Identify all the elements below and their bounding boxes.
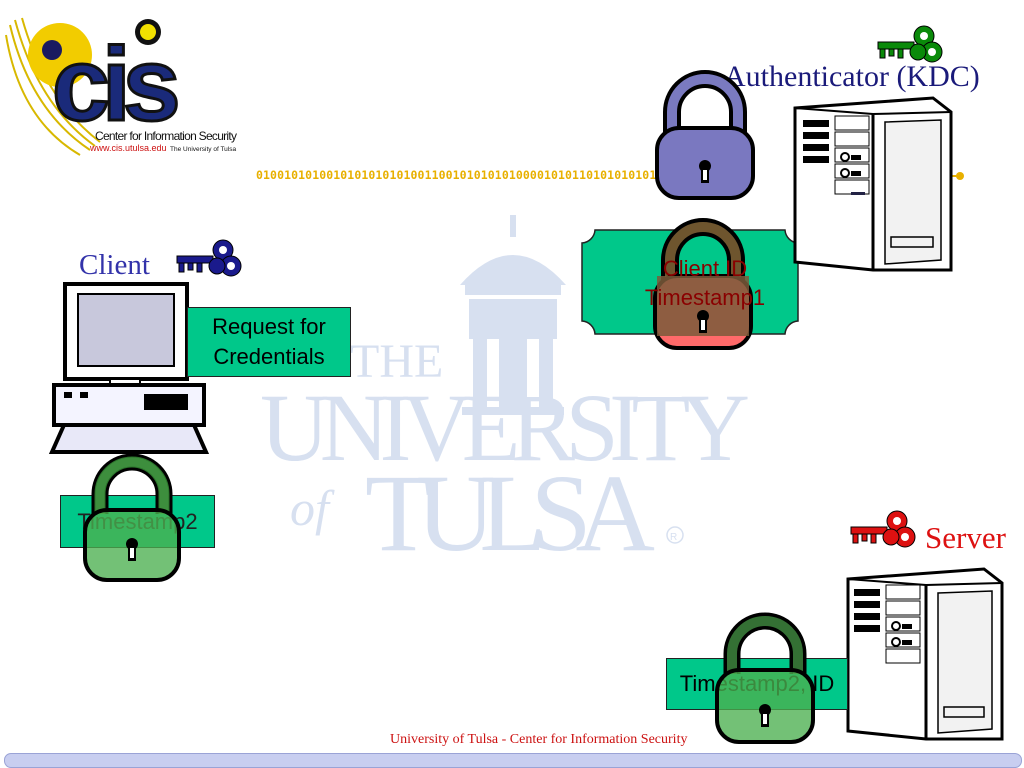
client-padlock-icon <box>83 453 181 582</box>
university-watermark: THE UNIVERSITY of TULSA R <box>260 215 750 574</box>
watermark-university: UNIVERSITY <box>260 374 750 481</box>
ticket-timestamp1: Timestamp1 <box>644 285 766 310</box>
footer-bar <box>4 753 1022 768</box>
kdc-key-icon <box>877 25 943 63</box>
cis-logo-university: The University of Tulsa <box>170 146 236 153</box>
watermark-tulsa: TULSA <box>365 452 655 574</box>
cis-logo-letters: cis <box>52 27 177 143</box>
kdc-server-tower-icon <box>793 96 953 272</box>
request-line-1: Request for <box>212 314 326 339</box>
server-key-icon <box>850 510 916 548</box>
cis-logo-url: www.cis.utulsa.edu <box>89 143 167 153</box>
request-line-2: Credentials <box>213 344 325 369</box>
client-computer-icon <box>48 282 210 454</box>
watermark-the: THE <box>350 335 443 388</box>
server-padlock-icon <box>715 612 815 744</box>
server-tower-icon <box>846 567 1004 741</box>
ticket-text: Client ID Timestamp1 <box>600 254 810 312</box>
ticket-padlock-icon <box>653 218 753 350</box>
authenticator-label: Authenticator (KDC) <box>724 60 980 93</box>
cis-logo-subtitle: Center for Information Security <box>95 129 237 143</box>
client-label: Client <box>79 249 150 281</box>
footer-text: University of Tulsa - Center for Informa… <box>390 732 688 747</box>
watermark-of: of <box>290 480 335 536</box>
request-for-credentials-box: Request for Credentials <box>187 307 351 377</box>
watermark-registered: R <box>670 532 677 543</box>
binary-stream: 0100101010010101010101001100101010101000… <box>256 168 657 182</box>
server-label: Server <box>925 520 1006 555</box>
kdc-padlock-icon <box>655 70 755 200</box>
cis-logo: cis Center for Information Security www.… <box>5 17 237 156</box>
ticket-client-id: Client ID <box>662 256 748 281</box>
client-key-icon <box>176 239 242 277</box>
